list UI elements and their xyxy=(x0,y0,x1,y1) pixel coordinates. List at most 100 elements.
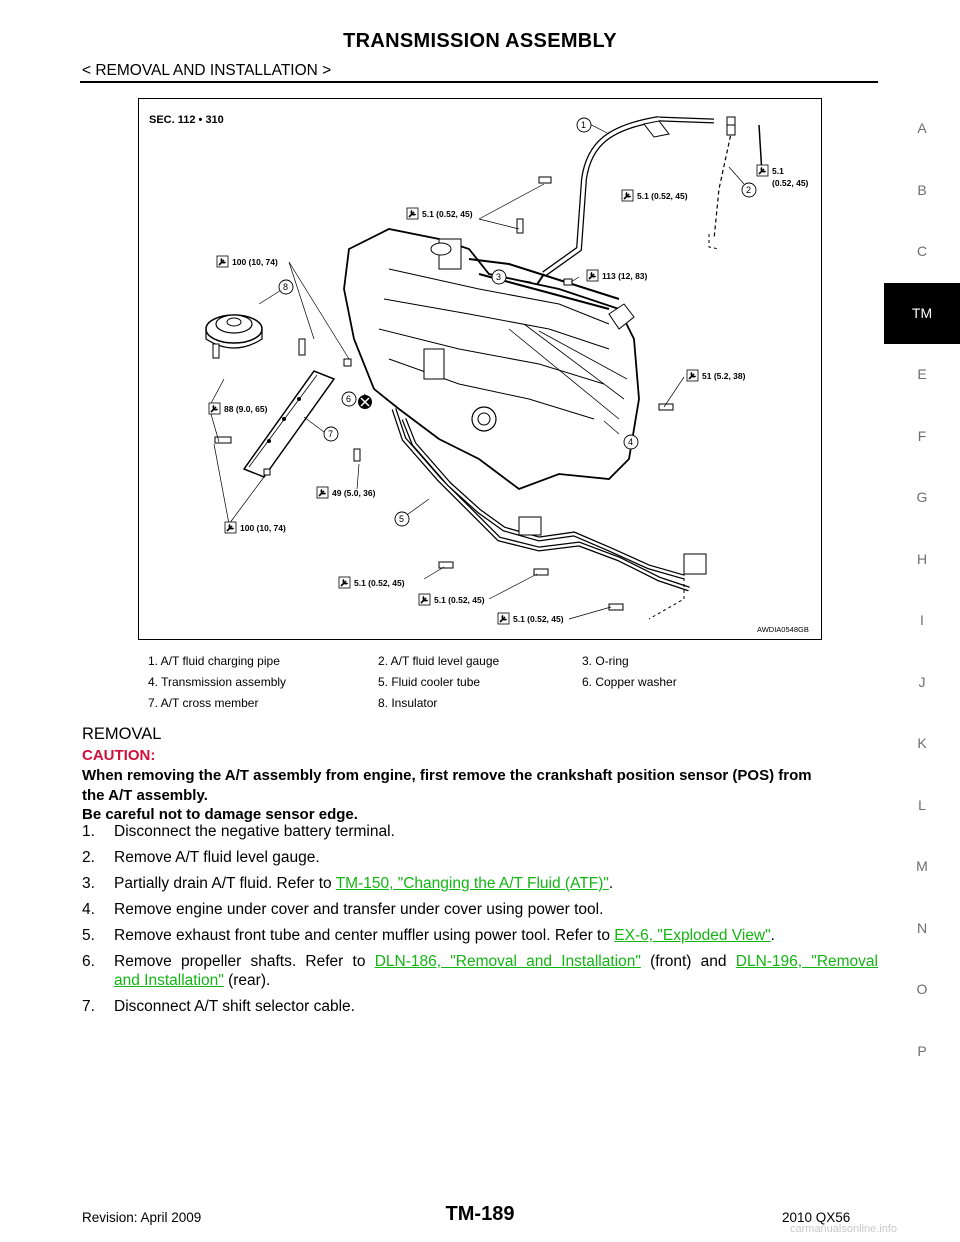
callout-2: 2 xyxy=(746,185,751,195)
step-number: 7. xyxy=(82,998,95,1015)
torque-label: 5.1 xyxy=(772,166,784,176)
tab-tm[interactable]: TM xyxy=(884,282,960,344)
tab-g[interactable]: G xyxy=(916,489,928,505)
legend-item: 4. Transmission assembly xyxy=(148,675,287,689)
torque-wrench-icon xyxy=(338,576,351,589)
cross-reference-link[interactable]: and Installation" xyxy=(114,972,224,989)
step-text: Partially drain A/T fluid. Refer to TM-1… xyxy=(114,874,878,893)
do-not-reuse-icon xyxy=(358,395,372,409)
torque-label: 113 (12, 83) xyxy=(602,271,648,281)
step-text: Remove propeller shafts. Refer to DLN-18… xyxy=(114,952,878,971)
torque-label: (0.52, 45) xyxy=(772,178,809,188)
legend-row: 4. Transmission assembly 5. Fluid cooler… xyxy=(138,675,820,696)
torque-label: 5.1 (0.52, 45) xyxy=(422,209,473,219)
tab-p[interactable]: P xyxy=(917,1042,927,1059)
page-title: TRANSMISSION ASSEMBLY xyxy=(343,30,617,52)
step-number: 5. xyxy=(82,927,95,944)
tab-l[interactable]: L xyxy=(918,796,926,813)
tab-m[interactable]: M xyxy=(916,858,928,874)
torque-label: 51 (5.2, 38) xyxy=(702,371,746,381)
transmission-case-shape xyxy=(343,228,640,491)
caution-text: When removing the A/T assembly from engi… xyxy=(82,766,882,825)
callout-5: 5 xyxy=(399,514,404,524)
cross-reference-link[interactable]: TM-150, "Changing the A/T Fluid (ATF)" xyxy=(335,875,609,892)
torque-wrench-icon xyxy=(418,593,431,606)
step-number: 6. xyxy=(82,953,95,970)
section-reference: SEC. 112 • 310 xyxy=(149,114,224,126)
section-heading: REMOVAL xyxy=(82,725,162,743)
tab-i[interactable]: I xyxy=(920,612,924,628)
torque-label: 5.1 (0.52, 45) xyxy=(354,578,405,588)
torque-wrench-icon xyxy=(686,369,699,382)
parts-legend: 1. A/T fluid charging pipe 2. A/T fluid … xyxy=(138,654,820,717)
torque-label: 5.1 (0.52, 45) xyxy=(637,191,688,201)
tab-c[interactable]: C xyxy=(916,243,928,259)
legend-row: 1. A/T fluid charging pipe 2. A/T fluid … xyxy=(138,654,820,675)
tab-e[interactable]: E xyxy=(917,366,927,382)
legend-item: 8. Insulator xyxy=(378,696,438,710)
torque-wrench-icon xyxy=(586,269,599,282)
cross-reference-link[interactable]: DLN-196, "Removal xyxy=(735,953,878,970)
torque-wrench-icon xyxy=(621,189,634,202)
step-text-part: (front) and xyxy=(640,953,736,970)
torque-label: 100 (10, 74) xyxy=(232,257,278,267)
caution-label: CAUTION: xyxy=(82,747,156,764)
step-text: Disconnect the negative battery terminal… xyxy=(114,823,395,840)
tab-b[interactable]: B xyxy=(917,181,927,198)
figure-id: AWDIA0548GB xyxy=(757,625,809,634)
watermark: carmanualsonline.info xyxy=(790,1223,898,1235)
legend-item: 2. A/T fluid level gauge xyxy=(378,654,500,668)
header-divider xyxy=(80,81,878,83)
step-text: Remove engine under cover and transfer u… xyxy=(114,901,604,918)
step-text-part: . xyxy=(608,875,614,892)
torque-label: 5.1 (0.52, 45) xyxy=(434,595,485,605)
torque-wrench-icon xyxy=(216,255,229,268)
torque-wrench-icon xyxy=(316,486,329,499)
legend-item: 7. A/T cross member xyxy=(148,696,259,710)
step-text-part: Remove exhaust front tube and center muf… xyxy=(114,927,615,944)
torque-wrench-icon xyxy=(497,612,510,625)
step-text-part: Partially drain A/T fluid. Refer to xyxy=(114,875,336,892)
cross-reference-link[interactable]: DLN-186, "Removal and Installation" xyxy=(374,953,641,970)
tab-f[interactable]: F xyxy=(917,427,927,444)
torque-label: 5.1 (0.52, 45) xyxy=(513,614,564,624)
step-text: Disconnect A/T shift selector cable. xyxy=(114,998,355,1015)
tab-k[interactable]: K xyxy=(917,735,927,751)
legend-row: 7. A/T cross member 8. Insulator xyxy=(138,696,820,717)
level-gauge-shape xyxy=(713,128,733,240)
exploded-view-figure: SEC. 112 • 310 xyxy=(138,98,822,640)
callout-7: 7 xyxy=(328,429,333,439)
tab-n[interactable]: N xyxy=(916,919,928,936)
step-number: 1. xyxy=(82,823,95,840)
legend-item: 5. Fluid cooler tube xyxy=(378,675,481,689)
page-subtitle: < REMOVAL AND INSTALLATION > xyxy=(82,62,332,79)
callout-6: 6 xyxy=(346,394,351,404)
torque-label: 100 (10, 74) xyxy=(240,523,286,533)
step-number: 4. xyxy=(82,901,95,918)
cross-reference-link[interactable]: EX-6, "Exploded View" xyxy=(614,927,771,944)
page-number: TM-189 xyxy=(445,1203,515,1225)
torque-wrench-icon xyxy=(224,521,237,534)
torque-wrench-icon xyxy=(406,207,419,220)
step-text-continued: and Installation" (rear). xyxy=(114,971,878,990)
tab-h[interactable]: H xyxy=(916,550,928,567)
callout-3: 3 xyxy=(496,272,501,282)
step-text: Remove A/T fluid level gauge. xyxy=(114,849,320,866)
step-text-part: . xyxy=(770,927,775,944)
step-text-part: (rear). xyxy=(223,972,271,989)
torque-wrench-icon xyxy=(208,402,221,415)
caution-line: Be careful not to damage sensor edge. xyxy=(82,806,358,823)
legend-item: 6. Copper washer xyxy=(582,675,677,689)
tab-a[interactable]: A xyxy=(917,120,927,136)
caution-line: When removing the A/T assembly from engi… xyxy=(82,767,812,784)
caution-line: the A/T assembly. xyxy=(82,786,208,804)
step-number: 3. xyxy=(82,875,95,892)
callout-8: 8 xyxy=(283,282,288,292)
tab-j[interactable]: J xyxy=(918,673,926,690)
model-year: 2010 QX56 xyxy=(782,1210,851,1225)
step-text-part: Remove propeller shafts. Refer to xyxy=(114,953,375,970)
step-number: 2. xyxy=(82,849,95,866)
section-index-tabs: A B C TM E F G H I J K L M N O P xyxy=(884,98,960,1082)
callout-4: 4 xyxy=(628,437,633,447)
tab-o[interactable]: O xyxy=(916,981,928,997)
